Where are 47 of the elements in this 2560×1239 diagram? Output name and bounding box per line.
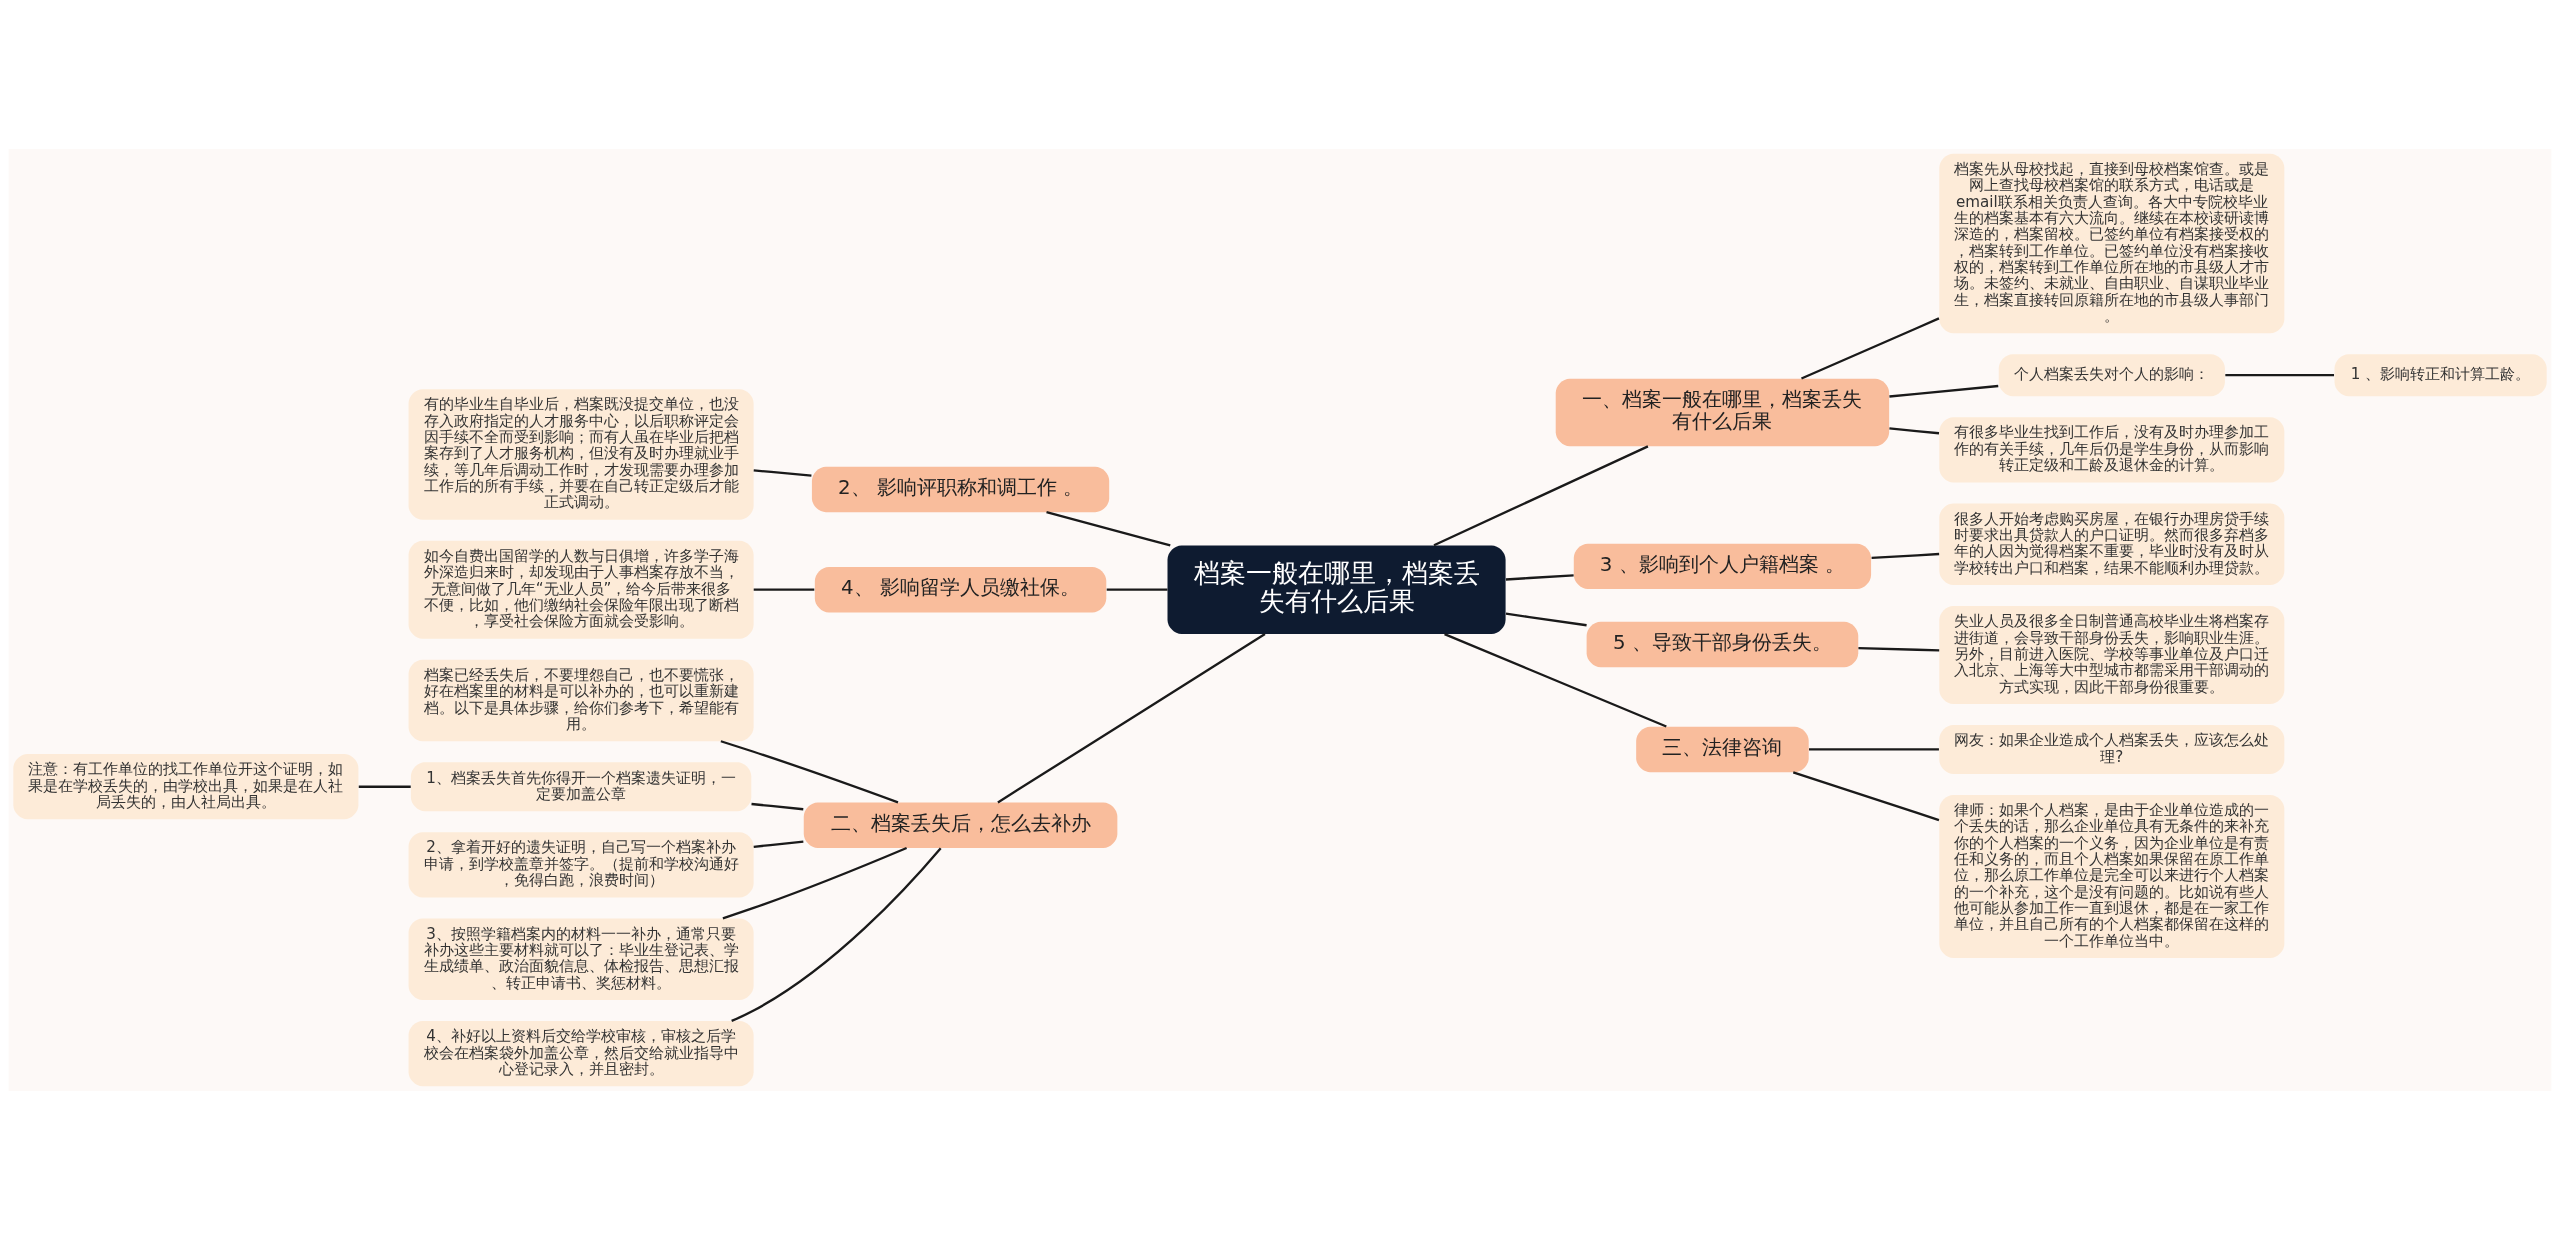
connector — [753, 468, 812, 477]
connector — [753, 588, 815, 591]
connector — [997, 632, 1266, 803]
node-box: 二、档案丢失后，怎么去补办 — [803, 801, 1118, 848]
connector — [1433, 444, 1649, 546]
node-box: 3、按照学籍档案内的材料一一补办，通常只要补办这些主要材料就可以了：毕业生登记表、学生成绩单、政治面貌信息、体检报告、思想汇报、转正申请书、奖惩材料。 — [408, 917, 754, 1000]
node-box: 5 、导致干部身份丢失。 — [1586, 621, 1859, 667]
node-box: 注意：有工作单位的找工作单位开这个证明，如果是在学校丢失的，由学校出具，如果是在人社局丢失的，由人社局出具。 — [13, 753, 359, 819]
node-box: 4、 影响留学人员缴社保。 — [814, 566, 1107, 612]
connector — [1505, 612, 1587, 626]
connector — [358, 785, 411, 788]
node-box: 2、 影响评职称和调工作 。 — [811, 466, 1110, 512]
node-box: 网友：如果企业造成个人档案丢失，应该怎么处理? — [1939, 724, 2285, 774]
connector — [1106, 588, 1168, 591]
node-box: 档案先从母校找起，直接到母校档案馆查。或是网上查找母校档案馆的联系方式，电话或是email联系相关负责人查询。各大中专院校毕业生的档案基本有六大流向。继续在本校读研读博深造的，档案留校。已签约单位有档案接受权的，档案转到工作单位。已签约单位没有档案接收权的，档案转到工作单位所在地的市县级人才市场。未签约、未就业、自由职业、自谋职业毕业生，档案直接转回原籍所在地的市县级人事部门。 — [1939, 153, 2285, 333]
connector — [1809, 747, 1939, 751]
node-box: 一、档案一般在哪里，档案丢失有什么后果 — [1555, 378, 1890, 446]
node-box: 律师：如果个人档案，是由于企业单位造成的一个丢失的话，那么企业单位具有无条件的来补充你的个人档案的一个义务，因为企业单位是有责任和义务的，而且个人档案如果保留在原工作单位，那么原工作单位是完全可以来进行个人档案的一个补充，这个是没有问题的。比如说有些人他可能从参加工作一直到退休，都是在一家工作单位，并且自己所有的个人档案都保留在这样的一个工作单位当中。 — [1939, 794, 2285, 958]
connector — [753, 839, 804, 848]
connector — [1444, 632, 1667, 728]
node-box: 三、法律咨询 — [1636, 726, 1809, 772]
connector — [731, 846, 942, 1022]
connector — [1801, 316, 1940, 380]
node-box: 有很多毕业生找到工作后，没有及时办理参加工作的有关手续，几年后仍是学生身份，从而影响转正定级和工龄及退休金的计算。 — [1939, 416, 2285, 482]
node-box: 1 、影响转正和计算工龄。 — [2334, 353, 2547, 396]
connector — [1505, 573, 1574, 581]
connector — [720, 739, 899, 803]
connector — [1046, 510, 1171, 546]
node-box: 4、补好以上资料后交给学校审核，审核之后学校会在档案袋外加盖公章，然后交给就业指导中心登记录入，并且密封。 — [408, 1020, 754, 1086]
connector — [722, 846, 908, 919]
node-box: 很多人开始考虑购买房屋，在银行办理房贷手续时要求出具贷款人的户口证明。然而很多弃档多年的人因为觉得档案不重要，毕业时没有及时从学校转出户口和档案，结果不能顺利办理贷款。 — [1939, 502, 2285, 585]
connector — [1792, 770, 1940, 821]
node-box: 个人档案丢失对个人的影响： — [1998, 353, 2225, 396]
node-box: 3 、影响到个人户籍档案 。 — [1573, 543, 1872, 589]
node-box: 如今自费出国留学的人数与日俱增，许多学子海外深造归来时，却发现由于人事档案存放不当，无意间做了几年“无业人员”，给今后带来很多不便，比如，他们缴纳社会保险年限出现了断档，享受社会保险方面就会受影响。 — [408, 540, 754, 639]
connector — [1871, 552, 1940, 559]
node-box: 有的毕业生自毕业后，档案既没提交单位，也没存入政府指定的人才服务中心，以后职称评定会因手续不全而受到影响；而有人虽在毕业后把档案存到了人才服务机构，但没有及时办理就业手续，等几年后调动工作时，才发现需要办理参加工作后的所有手续，并要在自己转正定级后才能正式调动。 — [408, 388, 754, 520]
node-box: 2、拿着开好的遗失证明，自己写一个档案补办申请，到学校盖章并签字。（提前和学校沟通好，免得白跑，浪费时间） — [408, 831, 754, 897]
connector — [751, 802, 804, 810]
connector — [1858, 646, 1940, 651]
connector — [2225, 373, 2335, 376]
node-box: 档案一般在哪里，档案丢失有什么后果 — [1167, 544, 1506, 634]
node-box: 失业人员及很多全日制普通高校毕业生将档案存进街道，会导致干部身份丢失，影响职业生涯。另外，目前进入医院、学校等事业单位及户口迁入北京、上海等大中型城市都需采用干部调动的方式实现，因此干部身份很重要。 — [1939, 605, 2285, 704]
node-box: 档案已经丢失后，不要埋怨自己，也不要慌张，好在档案里的材料是可以补办的，也可以重新建档。以下是具体步骤，给你们参考下，希望能有用。 — [408, 659, 754, 741]
connector — [1889, 384, 1999, 398]
node-box: 1、档案丢失首先你得开一个档案遗失证明，一定要加盖公章 — [410, 761, 752, 811]
connector — [1889, 426, 1940, 434]
